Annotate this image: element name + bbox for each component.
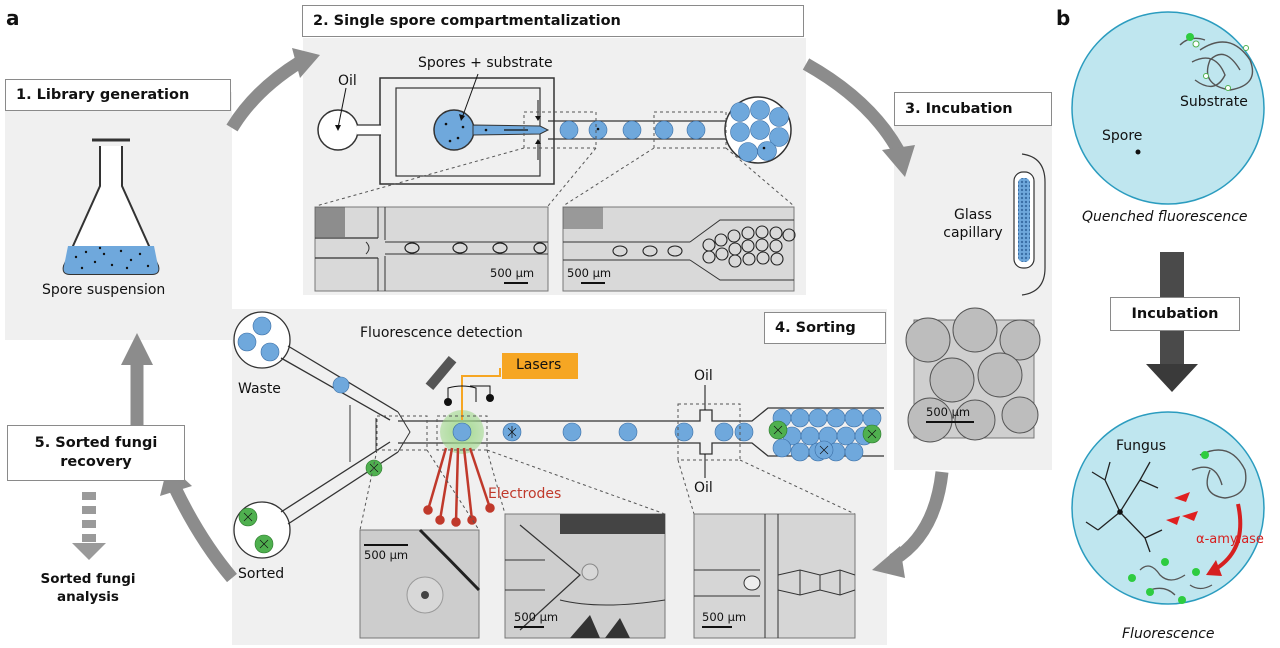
drop-maker-chip <box>315 73 795 207</box>
lasers-label: Lasers <box>516 357 562 373</box>
scale-bar-2-text: 500 µm <box>567 266 612 280</box>
sorted-label: Sorted <box>238 566 285 582</box>
micrograph-drop-collection <box>562 206 796 292</box>
scale-bar-1: 500 µm <box>490 266 534 284</box>
spore-label: Spore <box>1102 128 1143 144</box>
oil-inlet-label: Oil <box>338 73 357 89</box>
scale-bar-4: 500 µm <box>364 542 408 562</box>
flow-arrow-3-to-4 <box>872 471 949 578</box>
micrograph-detection <box>359 528 481 639</box>
fluorescence-detection-label: Fluorescence detection <box>360 325 523 341</box>
step-4-title: 4. Sorting <box>764 312 886 344</box>
incubation-box: Incubation <box>1110 297 1240 331</box>
oil-bottom-label: Oil <box>694 480 713 496</box>
micrograph-reinjection <box>693 513 856 639</box>
micrograph-sorting-junction <box>504 513 666 639</box>
sorting-chip <box>233 311 884 559</box>
alpha-amylase-label: α-amylase <box>1196 532 1264 547</box>
flow-arrow-4-to-5 <box>160 464 237 583</box>
waste-label: Waste <box>238 381 281 397</box>
panel-letter-a: a <box>6 6 20 30</box>
micrograph-drop-formation <box>314 206 549 292</box>
fungus-droplet-fluorescent <box>1071 411 1265 605</box>
flow-arrow-1-to-2 <box>226 48 320 132</box>
sorted-fungi-analysis: Sorted fungi analysis <box>20 570 156 606</box>
scale-bar-5-text: 500 µm <box>514 610 559 624</box>
scale-bar-3-text: 500 µm <box>926 405 971 419</box>
spore-suspension-caption: Spore suspension <box>42 282 166 298</box>
flow-arrow-2-to-3 <box>802 58 915 177</box>
step-5-title: 5. Sorted fungi recovery <box>7 425 185 481</box>
step-3-title: 3. Incubation <box>894 92 1052 126</box>
electrodes-label: Electrodes <box>488 486 562 502</box>
scale-bar-6-text: 500 µm <box>702 610 747 624</box>
substrate-label: Substrate <box>1180 94 1248 110</box>
scale-bar-5: 500 µm <box>514 610 558 628</box>
scale-bar-1-text: 500 µm <box>490 266 535 280</box>
step-2-title: 2. Single spore compartmentalization <box>302 5 804 37</box>
scale-bar-4-text: 500 µm <box>364 548 409 562</box>
step-5-title-line1: 5. Sorted fungi <box>34 435 158 451</box>
step-5-title-line2: recovery <box>60 454 132 470</box>
scale-bar-3: 500 µm <box>926 405 974 423</box>
micrograph-incubated-droplets <box>905 307 1041 443</box>
spores-substrate-label: Spores + substrate <box>418 55 553 71</box>
dashed-arrow-to-analysis <box>72 492 106 560</box>
flow-arrow-5-to-1 <box>121 333 153 425</box>
capillary-label: capillary <box>943 225 1003 241</box>
step-1-title: 1. Library generation <box>5 79 231 111</box>
fungus-label: Fungus <box>1116 438 1167 454</box>
erlenmeyer-flask-icon <box>62 138 160 275</box>
scale-bar-6: 500 µm <box>702 610 746 628</box>
analysis-line2: analysis <box>57 589 119 605</box>
oil-top-label: Oil <box>694 368 713 384</box>
panel-letter-b: b <box>1056 6 1071 30</box>
fluorescence-caption: Fluorescence <box>1122 626 1215 642</box>
spore-droplet-quenched <box>1071 11 1265 205</box>
quenched-fluorescence-caption: Quenched fluorescence <box>1082 209 1248 225</box>
scale-bar-2: 500 µm <box>567 266 611 284</box>
glass-capillary-icon <box>1013 153 1046 296</box>
glass-label: Glass <box>954 207 992 223</box>
glass-capillary-label: Glass capillary <box>940 206 1006 242</box>
analysis-line1: Sorted fungi <box>40 571 136 587</box>
